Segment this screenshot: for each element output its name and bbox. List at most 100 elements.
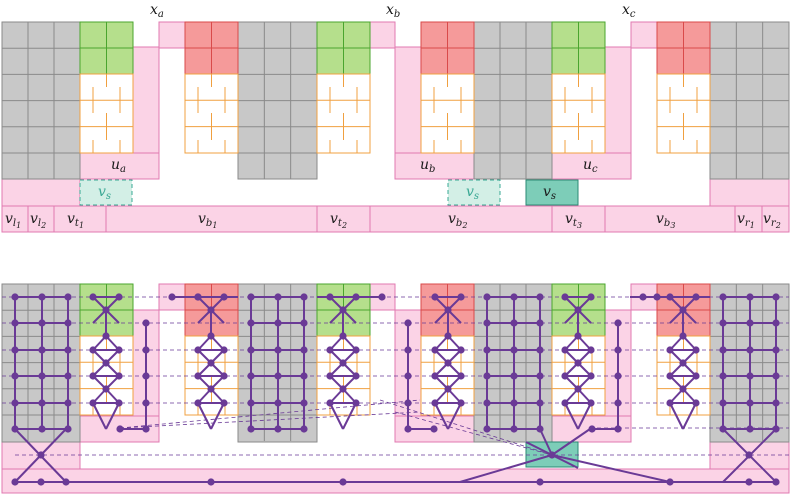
graph-node	[614, 372, 622, 380]
graph-node	[11, 372, 19, 380]
graph-edge	[434, 402, 449, 430]
graph-node	[404, 346, 412, 354]
graph-node	[274, 293, 282, 301]
graph-edge	[434, 388, 449, 404]
graph-node	[483, 319, 491, 327]
graph-node	[745, 451, 753, 459]
graph-node	[639, 293, 647, 301]
label-ub: ub	[420, 157, 435, 175]
graph-edge	[682, 362, 697, 377]
graph-node	[746, 346, 754, 354]
graph-node	[64, 399, 72, 407]
graph-edge	[447, 402, 462, 430]
graph-node	[64, 372, 72, 380]
graph-node	[614, 319, 622, 327]
graph-node	[11, 293, 19, 301]
graph-node	[588, 425, 596, 433]
graph-edge	[525, 441, 553, 456]
graph-edge	[669, 335, 684, 351]
graph-node	[64, 293, 72, 301]
graph-node	[483, 399, 491, 407]
graph-edge	[459, 454, 553, 483]
region-right-bottom	[709, 178, 790, 207]
label-vt3: vt3	[565, 211, 582, 230]
overlay-graph	[2, 293, 789, 486]
graph-node	[300, 319, 308, 327]
graph-edge	[92, 388, 107, 404]
graph-edge	[447, 335, 462, 351]
graph-node	[247, 319, 255, 327]
graph-node	[614, 399, 622, 407]
graph-node	[510, 319, 518, 327]
region-left-bottom	[1, 178, 81, 207]
graph-node	[536, 319, 544, 327]
graph-node	[247, 372, 255, 380]
graph-node	[510, 425, 518, 433]
vs-box	[525, 179, 579, 206]
graph-node	[37, 451, 45, 459]
graph-node	[11, 319, 19, 327]
graph-edge	[564, 402, 579, 430]
graph-node	[536, 346, 544, 354]
graph-node	[746, 399, 754, 407]
graph-edge	[564, 388, 579, 404]
label-vs-ghost-2: vs	[466, 184, 479, 202]
graph-node	[116, 425, 124, 433]
graph-edge	[92, 335, 107, 351]
label-xa: xa	[150, 2, 164, 20]
graph-edge	[551, 454, 671, 483]
graph-node	[483, 425, 491, 433]
graph-node	[38, 319, 46, 327]
graph-node	[536, 372, 544, 380]
graph-edge	[682, 335, 697, 351]
label-vb3: vb3	[656, 211, 675, 230]
graph-edge	[329, 335, 344, 351]
graph-edge	[577, 335, 592, 351]
graph-node	[510, 372, 518, 380]
graph-edge	[210, 335, 225, 351]
graph-node	[38, 293, 46, 301]
graph-edge	[539, 428, 553, 456]
graph-edge	[210, 362, 225, 377]
graph-node	[274, 425, 282, 433]
graph-edge	[329, 362, 344, 377]
graph-node	[430, 425, 438, 433]
graph-node	[536, 293, 544, 301]
graph-edge	[92, 402, 107, 430]
label-ua: ua	[111, 157, 126, 175]
graph-node	[483, 372, 491, 380]
graph-node	[62, 478, 70, 486]
label-xc: xc	[622, 2, 636, 20]
graph-node	[274, 346, 282, 354]
graph-edge	[447, 388, 462, 404]
graph-edge	[434, 362, 449, 377]
graph-node	[247, 346, 255, 354]
graph-edge	[197, 335, 212, 351]
graph-edge	[447, 362, 462, 377]
vs-ghost-box-1	[79, 179, 133, 206]
graph-edge	[682, 388, 697, 404]
graph-edge	[577, 362, 592, 377]
region-uc	[551, 152, 632, 180]
graph-node	[772, 319, 780, 327]
graph-node	[64, 319, 72, 327]
graph-node	[247, 399, 255, 407]
graph-node	[772, 372, 780, 380]
graph-node	[719, 319, 727, 327]
graph-edge	[342, 402, 357, 430]
graph-edge	[329, 388, 344, 404]
graph-edge	[329, 402, 344, 430]
graph-node	[510, 346, 518, 354]
graph-node	[536, 399, 544, 407]
graph-node	[745, 478, 753, 486]
graph-node	[536, 478, 544, 486]
graph-node	[300, 372, 308, 380]
graph-node	[38, 372, 46, 380]
graph-node	[404, 399, 412, 407]
graph-edge	[197, 362, 212, 377]
graph-node	[746, 372, 754, 380]
label-vt1: vt1	[67, 211, 84, 230]
graph-edge	[197, 402, 212, 430]
graph-node	[64, 425, 72, 433]
graph-edge	[577, 388, 592, 404]
